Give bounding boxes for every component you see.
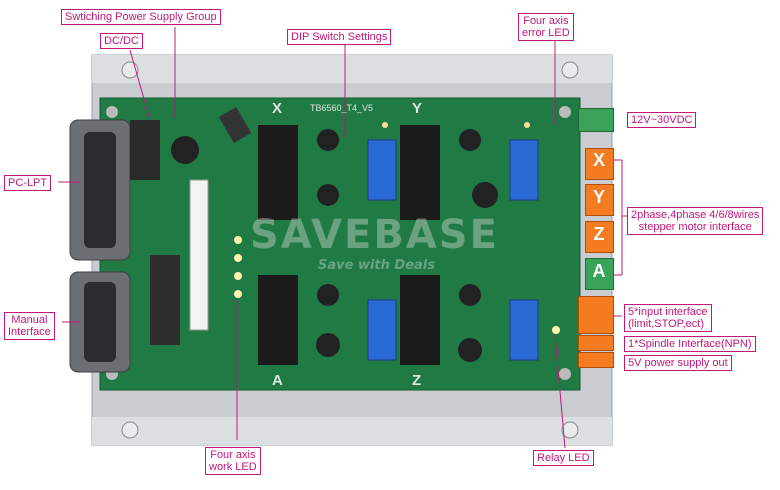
label-four-axis-error-led: Four axis error LED [518, 13, 574, 41]
label-manual-interface-line1: Manual [11, 314, 48, 326]
label-four-axis-work-led-line1: Four axis [210, 449, 256, 461]
label-manual-interface: Manual Interface [4, 312, 55, 340]
power-terminal [578, 108, 614, 132]
label-four-axis-error-led-line1: Four axis [523, 15, 569, 27]
error-led-1 [382, 122, 388, 128]
label-motor-interface-line2: stepper motor interface [638, 221, 752, 233]
driver-chip-a [258, 275, 298, 365]
silk-x: X [272, 100, 283, 117]
silk-y: Y [412, 100, 423, 117]
leader-lines [58, 27, 628, 449]
label-dc-dc: DC/DC [100, 33, 143, 49]
axis-letter-a: A [592, 261, 606, 281]
label-input-interface: 5*input interface (limit,STOP,ect) [624, 304, 712, 332]
watermark-tagline: Save with Deals [318, 258, 435, 273]
silk-z: Z [412, 372, 422, 389]
power-out-terminal [578, 352, 614, 368]
label-motor-interface-line1: 2phase,4phase 4/6/8wires [631, 209, 760, 221]
silk-a: A [272, 372, 283, 389]
error-led-2 [524, 122, 530, 128]
motor-terminal-x [585, 148, 614, 180]
label-motor-interface: 2phase,4phase 4/6/8wires stepper motor i… [627, 207, 764, 235]
label-manual-interface-line2: Interface [8, 326, 51, 338]
label-four-axis-work-led: Four axis work LED [205, 447, 261, 475]
motor-terminal-y [585, 184, 614, 216]
driver-chip-z [400, 275, 440, 365]
dip-switch-2 [509, 139, 539, 201]
label-input-interface-line1: 5*input interface [628, 306, 708, 318]
axis-letter-y: Y [592, 187, 605, 207]
label-input-interface-line2: (limit,STOP,ect) [628, 318, 704, 330]
label-four-axis-error-led-line2: error LED [522, 27, 570, 39]
label-power-out: 5V power supply out [624, 355, 732, 371]
axis-letter-x: X [592, 150, 605, 170]
board-model: TB6560_T4_V5 [310, 103, 374, 113]
dip-switch-1 [367, 139, 397, 201]
work-led-4 [234, 290, 242, 298]
label-voltage-input: 12V~30VDC [627, 112, 697, 128]
driver-chip-x [258, 125, 298, 220]
relay-led [552, 326, 560, 334]
label-relay-led: Relay LED [533, 450, 594, 466]
label-spindle-interface: 1*Spindle Interface(NPN) [624, 336, 756, 352]
work-led-2 [234, 254, 242, 262]
watermark-brand: SAVEBASE [250, 212, 499, 258]
motor-terminal-z [585, 221, 614, 253]
label-four-axis-work-led-line2: work LED [209, 461, 257, 473]
motor-terminal-a [585, 258, 614, 290]
work-led-1 [234, 236, 242, 244]
input-terminal [578, 296, 614, 334]
work-led-3 [234, 272, 242, 280]
dip-switch-3 [367, 299, 397, 361]
label-pc-lpt: PC-LPT [4, 175, 52, 191]
axis-letter-z: Z [593, 224, 605, 244]
dip-switch-4 [509, 299, 539, 361]
label-dip-switch-settings: DIP Switch Settings [287, 29, 392, 45]
spindle-terminal [578, 335, 614, 351]
driver-chip-y [400, 125, 440, 220]
label-switching-power-supply: Swtiching Power Supply Group [61, 9, 221, 25]
